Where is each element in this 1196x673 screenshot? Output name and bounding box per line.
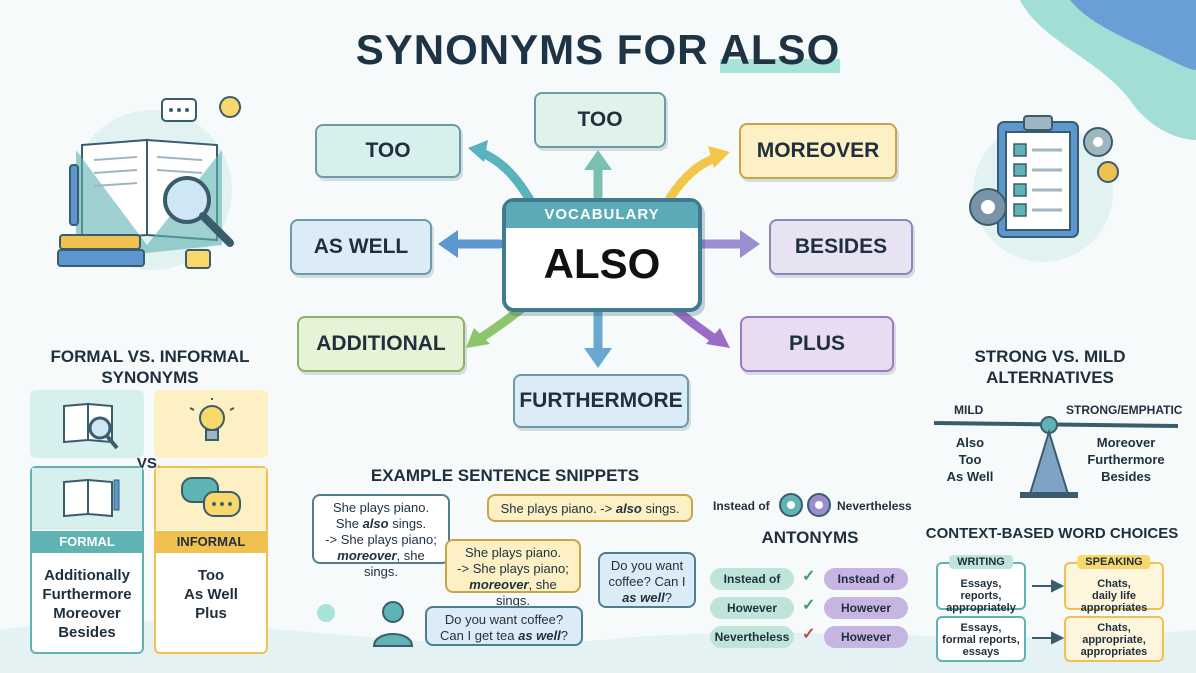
- formal-word-2: Furthermore: [42, 586, 132, 603]
- context-heading: CONTEXT-BASED WORD CHOICES: [925, 525, 1179, 542]
- background-wave: [0, 621, 1196, 673]
- writing-box-2: Essays,formal reports,essays: [936, 616, 1026, 662]
- chat-bubbles-icon: [181, 477, 241, 517]
- writing-label: WRITING: [949, 555, 1013, 569]
- clipboard-gears-icon: [969, 115, 1119, 262]
- antonym-left-3: Nevertheless: [710, 626, 794, 648]
- synonym-furthermore: FURTHERMORE: [513, 374, 689, 428]
- strong-word-2: Furthermore: [1087, 452, 1165, 467]
- speaking-label: SPEAKING: [1077, 555, 1151, 569]
- center-word: ALSO: [543, 240, 661, 287]
- formal-word-4: Besides: [58, 624, 116, 641]
- page-title: SYNONYMS FOR ALSO: [355, 26, 841, 73]
- strong-label: STRONG/EMPHATIC: [1066, 403, 1183, 417]
- synonym-too-left: TOO: [315, 124, 461, 178]
- mild-word-1: Also: [955, 435, 985, 450]
- closed-book-icon: [63, 478, 120, 518]
- background-swoosh: [1020, 0, 1196, 140]
- synonym-moreover: MOREOVER: [739, 123, 897, 179]
- example-bubble-3: She plays piano. -> She plays piano; mor…: [445, 539, 581, 608]
- check-icon-1: ✓: [802, 568, 816, 585]
- antonym-right-1: Instead of: [824, 568, 908, 590]
- synonym-plus: PLUS: [740, 316, 894, 372]
- strong-word-1: Moreover: [1096, 435, 1156, 450]
- formal-word-3: Moreover: [53, 605, 121, 622]
- dot-decoration: [317, 604, 335, 622]
- formal-word-1: Additionally: [44, 567, 130, 584]
- example-bubble-4: Do you want coffee? Can I as well?: [598, 552, 696, 608]
- strong-word-3: Besides: [1101, 469, 1151, 484]
- example-bubble-2: She plays piano. -> also sings.: [487, 494, 693, 522]
- person-icon: [372, 601, 414, 647]
- formal-label: FORMAL: [32, 531, 142, 553]
- check-icon-3: ✓: [802, 626, 816, 643]
- mild-word-3: As Well: [946, 469, 994, 484]
- center-vocabulary-card: VOCABULARY ALSO: [502, 198, 702, 312]
- antonyms-top-right: Nevertheless: [837, 499, 912, 513]
- context-arrows: [1032, 579, 1064, 645]
- antonym-left-2: However: [710, 597, 794, 619]
- informal-word-2: As Well: [184, 586, 238, 603]
- antonym-left-1: Instead of: [710, 568, 794, 590]
- antonym-right-3: However: [824, 626, 908, 648]
- gears-icon: [779, 493, 831, 517]
- synonym-as-well: AS WELL: [290, 219, 432, 275]
- informal-label: INFORMAL: [156, 531, 266, 553]
- mild-word-2: Too: [958, 452, 982, 467]
- lightbulb-icon: [190, 398, 234, 441]
- balance-scale-icon: [933, 416, 1179, 498]
- examples-heading: EXAMPLE SENTENCE SNIPPETS: [370, 466, 640, 485]
- check-icon-2: ✓: [802, 597, 816, 614]
- book-magnifier-icon: [57, 96, 242, 270]
- synonym-besides: BESIDES: [769, 219, 913, 275]
- mild-label: MILD: [954, 403, 984, 417]
- antonym-right-2: However: [824, 597, 908, 619]
- antonyms-heading: ANTONYMS: [761, 528, 859, 547]
- synonym-too-top: TOO: [534, 92, 666, 148]
- informal-word-3: Plus: [195, 605, 227, 622]
- example-bubble-5: Do you want coffee? Can I get tea as wel…: [425, 606, 583, 646]
- vocabulary-tag: VOCABULARY: [506, 202, 698, 228]
- open-book-icon: [63, 402, 119, 450]
- antonyms-top-left: Instead of: [713, 499, 770, 513]
- informal-word-1: Too: [197, 567, 225, 584]
- speaking-box-2: Chats,appropriate,appropriates: [1064, 616, 1164, 662]
- writing-box-1: WRITING Essays,reports,appropriately: [936, 555, 1026, 614]
- example-bubble-1: She plays piano. She also sings. -> She …: [312, 494, 450, 579]
- synonym-additional: ADDITIONAL: [297, 316, 465, 372]
